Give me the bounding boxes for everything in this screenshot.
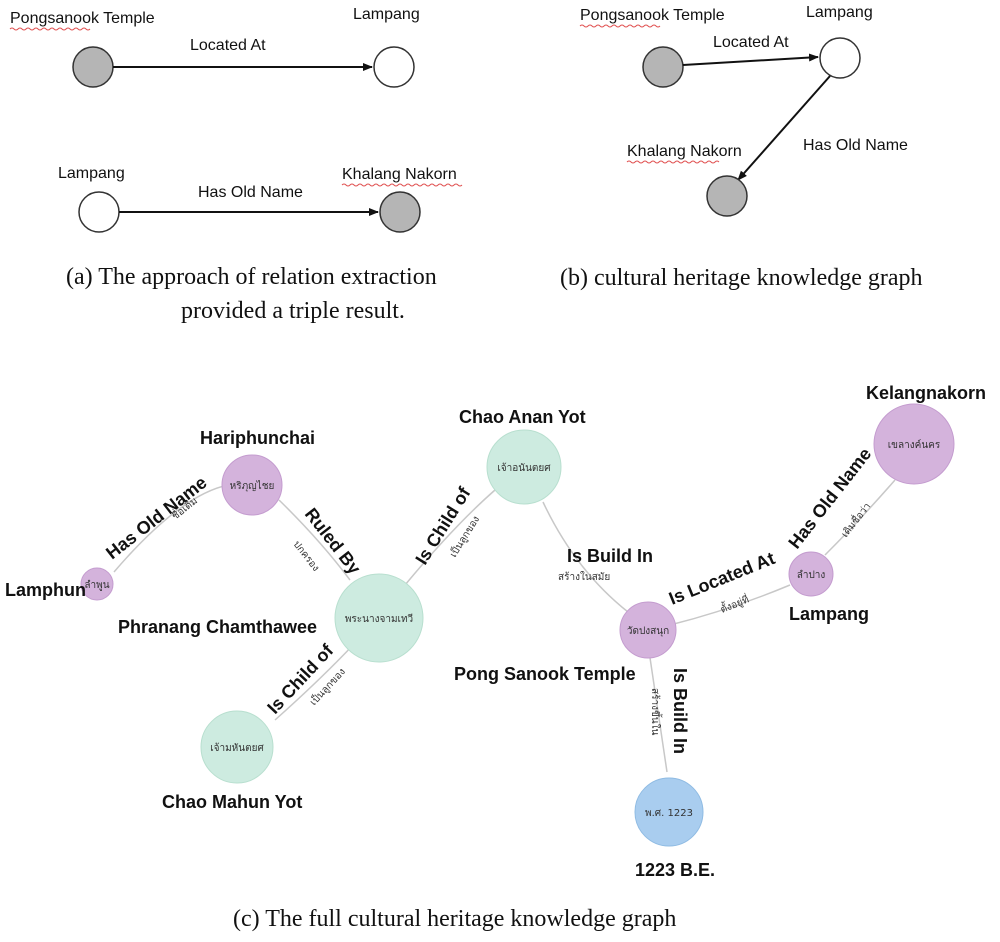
caption-a-line1: (a) The approach of relation extraction — [66, 264, 437, 290]
edge-thai-is-build-in-2: สร้างขึ้นใน — [649, 688, 663, 736]
label-mahun: Chao Mahun Yot — [162, 792, 302, 812]
spellcheck-underline — [579, 24, 661, 28]
b-node2 — [819, 37, 861, 79]
caption-c: (c) The full cultural heritage knowledge… — [233, 906, 676, 932]
spellcheck-underline — [626, 160, 720, 164]
edge-label-is-build-in-1: Is Build In — [567, 546, 653, 566]
b-edge2 — [737, 75, 831, 181]
node-phranang — [334, 573, 424, 663]
triple1-subject-label: Pongsanook Temple — [10, 10, 155, 27]
b-edge2-label: Has Old Name — [803, 137, 908, 154]
triple2-object-node — [379, 191, 421, 233]
edge-is-located-at — [669, 584, 791, 626]
triple2-relation-label: Has Old Name — [198, 184, 303, 201]
edge-thai-has-old-name-2: เดิมชื่อว่า — [837, 499, 873, 540]
edge-has-old-name-1 — [113, 484, 229, 573]
b-node3-label: Khalang Nakorn — [627, 143, 742, 160]
label-anan: Chao Anan Yot — [459, 407, 586, 427]
triple2-subject-label: Lampang — [58, 165, 125, 182]
label-lamphun: Lamphun — [5, 580, 86, 600]
caption-a-line2: provided a triple result. — [181, 298, 405, 324]
b-node2-label: Lampang — [806, 4, 873, 21]
node-1223be-thai: พ.ศ. 1223 — [645, 808, 693, 819]
label-phranang: Phranang Chamthawee — [118, 617, 317, 637]
edge-is-build-in-2 — [648, 650, 668, 773]
node-lampang — [788, 551, 834, 597]
label-hariphunchai: Hariphunchai — [200, 428, 315, 448]
node-lamphun-thai: ลำพูน — [84, 580, 109, 591]
triple1-object-label: Lampang — [353, 6, 420, 23]
caption-b: (b) cultural heritage knowledge graph — [560, 265, 923, 291]
triple2-subject-node — [78, 191, 120, 233]
label-kelang: Kelangnakorn — [866, 383, 986, 403]
spellcheck-underline — [341, 183, 463, 187]
edge-thai-ruled-by: ปกครอง — [291, 539, 322, 574]
edge-label-is-child-of-2: Is Child of — [263, 640, 338, 718]
edge-is-child-of-1 — [404, 489, 496, 586]
edge-label-has-old-name-1: Has Old Name — [102, 472, 210, 563]
triple1-subject-node — [72, 46, 114, 88]
edge-is-build-in-1 — [542, 501, 629, 613]
b-node1 — [642, 46, 684, 88]
node-kelang-thai: เขลางค์นคร — [888, 439, 941, 451]
node-phranang-thai: พระนางจามเทวี — [345, 613, 413, 625]
edge-thai-is-located-at: ตั้งอยู่ที่ — [718, 592, 751, 616]
spellcheck-underline — [9, 27, 91, 31]
label-1223be: 1223 B.E. — [635, 860, 715, 880]
node-pongsanook — [619, 601, 677, 659]
node-anan-thai: เจ้าอนันตยศ — [497, 462, 551, 474]
panel-b: Pongsanook Temple Lampang Located At Has… — [560, 4, 923, 291]
node-mahun-thai: เจ้ามหันตยศ — [210, 742, 264, 754]
b-edge1-label: Located At — [713, 34, 789, 51]
edge-ruled-by — [278, 499, 351, 581]
panel-c: ลำพูน หริภุญไชย พระนางจามเทวี เจ้ามหันตย… — [5, 383, 986, 932]
b-edge1 — [682, 53, 819, 66]
edge-has-old-name-2 — [824, 479, 896, 556]
edge-label-has-old-name-2: Has Old Name — [784, 444, 875, 552]
triple2-object-label: Khalang Nakorn — [342, 166, 457, 183]
node-1223be — [634, 777, 704, 847]
panel-a: Pongsanook Temple Lampang Located At Lam… — [9, 6, 463, 324]
node-hariphunchai-thai: หริภุญไชย — [230, 480, 275, 492]
edge-is-child-of-2 — [274, 642, 356, 721]
node-lampang-thai: ลำปาง — [797, 570, 826, 581]
triple1-object-node — [373, 46, 415, 88]
node-hariphunchai — [221, 454, 283, 516]
edge-label-is-build-in-2: Is Build In — [670, 668, 690, 754]
node-anan — [486, 429, 562, 505]
node-lamphun — [80, 567, 114, 601]
node-mahun — [200, 710, 274, 784]
edge-label-is-located-at: Is Located At — [666, 548, 778, 609]
label-lampang: Lampang — [789, 604, 869, 624]
b-node1-label: Pongsanook Temple — [580, 7, 725, 24]
node-pongsanook-thai: วัดปงสนุก — [627, 626, 669, 637]
triple1-relation-label: Located At — [190, 37, 266, 54]
edge-thai-is-build-in-1: สร้างในสมัย — [558, 571, 610, 583]
b-node3 — [706, 175, 748, 217]
c-edges — [113, 479, 896, 773]
label-pongsanook: Pong Sanook Temple — [454, 664, 636, 684]
node-kelang — [873, 403, 955, 485]
